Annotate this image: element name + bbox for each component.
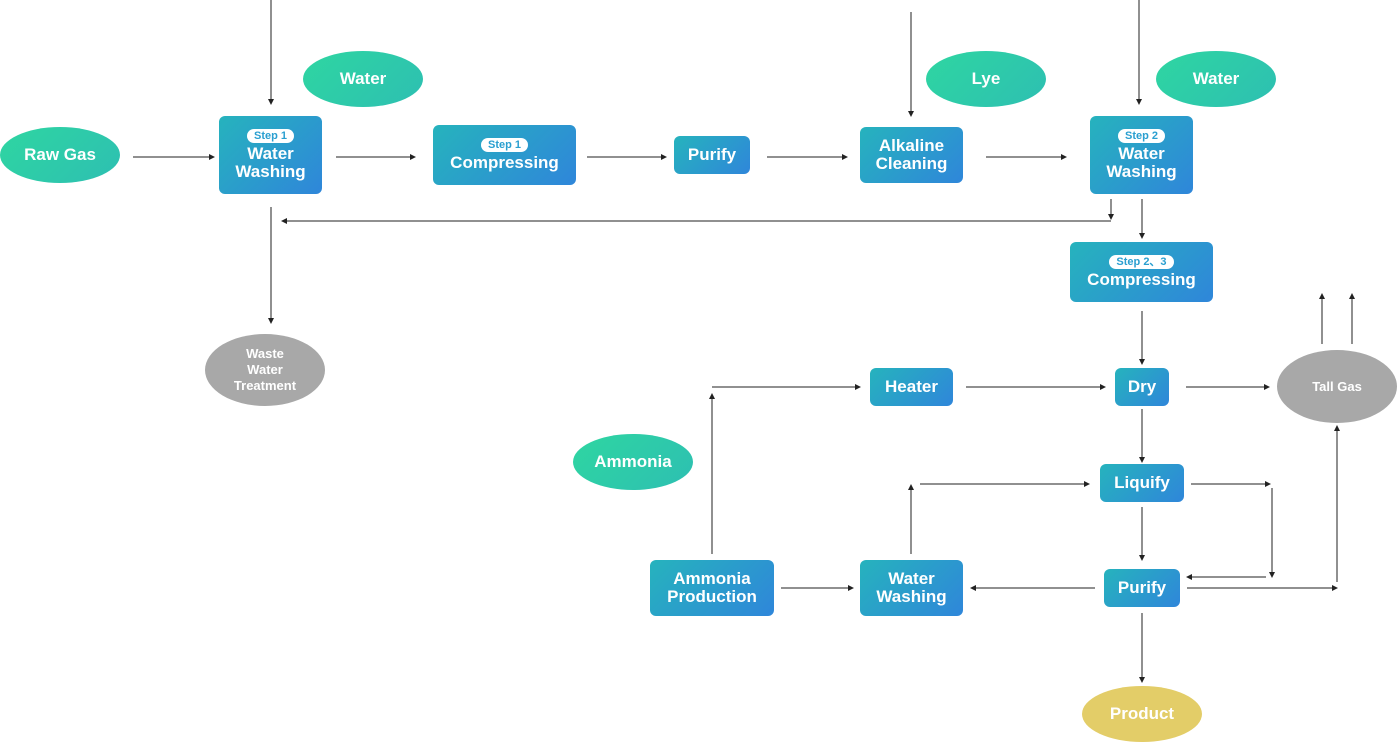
step-badge: Step 2、3 — [1109, 255, 1174, 269]
step-purify-2: Purify — [1104, 569, 1180, 607]
step-compressing-23: Step 2、3 Compressing — [1070, 242, 1213, 302]
step-label: Water Washing — [876, 569, 947, 606]
output-product-label: Product — [1109, 704, 1175, 723]
input-raw-gas-label: Raw Gas — [24, 145, 96, 164]
step-dry: Dry — [1115, 368, 1169, 406]
step-label: Purify — [687, 145, 737, 164]
input-ammonia-label: Ammonia — [594, 452, 672, 471]
input-lye-label: Lye — [971, 69, 1001, 88]
input-raw-gas: Raw Gas — [0, 127, 120, 183]
step-label: Liquify — [1114, 473, 1170, 492]
step-heater: Heater — [870, 368, 953, 406]
step-badge: Step 1 — [246, 129, 294, 143]
step-badge: Step 2 — [1117, 129, 1165, 143]
step-water-washing-3: Water Washing — [860, 560, 963, 616]
step-liquify: Liquify — [1100, 464, 1184, 502]
input-water-2: Water — [1156, 51, 1276, 107]
step-label: Ammonia Production — [667, 569, 757, 606]
input-water-2-label: Water — [1192, 69, 1240, 88]
step-label: Water Washing — [235, 144, 306, 181]
output-waste-water-treatment: Waste Water Treatment — [205, 334, 325, 406]
step-water-washing-2: Step 2 Water Washing — [1090, 116, 1193, 194]
step-alkaline-cleaning: Alkaline Cleaning — [860, 127, 963, 183]
step-label: Compressing — [450, 153, 559, 172]
output-waste-water-label: Waste Water Treatment — [233, 346, 297, 393]
input-water-1-label: Water — [339, 69, 387, 88]
output-tall-gas: Tall Gas — [1277, 350, 1397, 423]
output-tall-gas-label: Tall Gas — [1312, 378, 1362, 394]
step-purify-1: Purify — [674, 136, 750, 174]
input-lye: Lye — [926, 51, 1046, 107]
input-ammonia: Ammonia — [573, 434, 693, 490]
input-water-1: Water — [303, 51, 423, 107]
step-label: Purify — [1117, 578, 1167, 597]
step-water-washing-1: Step 1 Water Washing — [219, 116, 322, 194]
step-label: Dry — [1127, 377, 1157, 396]
step-label: Compressing — [1087, 270, 1196, 289]
step-label: Water Washing — [1106, 144, 1177, 181]
step-label: Heater — [885, 377, 938, 396]
step-compressing-1: Step 1 Compressing — [433, 125, 576, 185]
step-badge: Step 1 — [480, 138, 528, 152]
step-label: Alkaline Cleaning — [875, 136, 948, 173]
step-ammonia-production: Ammonia Production — [650, 560, 774, 616]
output-product: Product — [1082, 686, 1202, 742]
